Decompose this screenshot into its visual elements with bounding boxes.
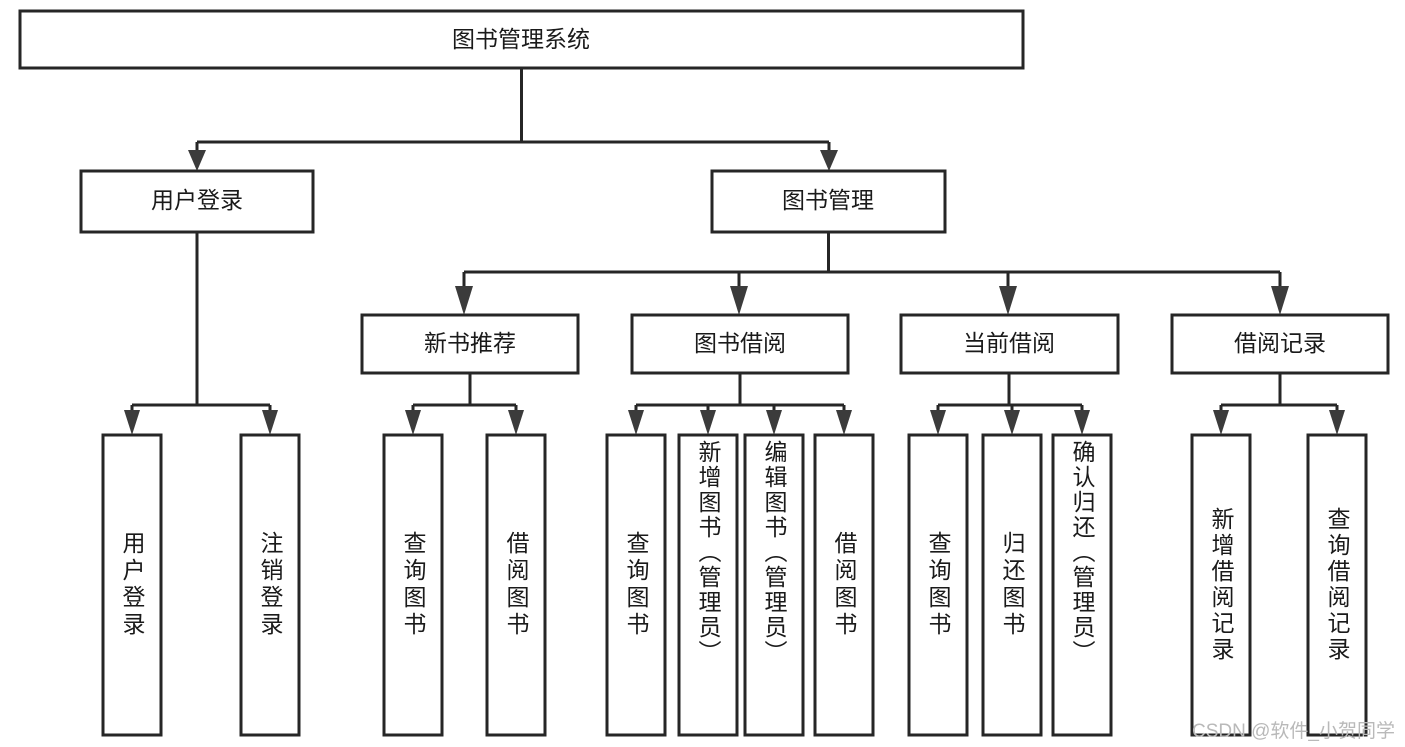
node-book-borrow[interactable]: 图书借阅: [630, 313, 850, 375]
node-leaf-add-book[interactable]: [677, 433, 739, 737]
node-leaf-confirm-return-box[interactable]: [1051, 433, 1113, 737]
node-user-login[interactable]: 用户登录: [79, 169, 315, 234]
node-leaf-user-login-box[interactable]: [101, 433, 163, 737]
arrow-head-leaf-return-book: [1004, 410, 1020, 435]
csdn-watermark: CSDN @软件_小贺同学: [1192, 721, 1395, 742]
node-user-login-label: 用户登录: [151, 187, 243, 213]
arrow-head-leaf-borrow-book-2: [836, 410, 852, 435]
node-leaf-user-login[interactable]: [101, 433, 163, 737]
arrow-head-leaf-confirm-return: [1074, 410, 1090, 435]
node-book-manage[interactable]: 图书管理: [710, 169, 947, 234]
node-book-manage-label: 图书管理: [782, 187, 874, 213]
node-leaf-query-record-label-wrap: 查询借阅记录: [1308, 435, 1366, 735]
node-leaf-edit-book-label-wrap: 编辑图书（管理员）: [745, 440, 803, 730]
arrow-head-book-borrow: [730, 286, 748, 315]
node-current-borrow[interactable]: 当前借阅: [899, 313, 1120, 375]
node-leaf-borrow-book-2[interactable]: [813, 433, 875, 737]
node-borrow-record-label: 借阅记录: [1234, 330, 1326, 356]
node-leaf-return-book-box[interactable]: [981, 433, 1043, 737]
node-leaf-edit-book[interactable]: [743, 433, 805, 737]
arrow-head-leaf-user-logout: [262, 410, 278, 435]
node-leaf-confirm-return-label: 确认归还（管理员）: [1069, 440, 1095, 665]
arrow-head-leaf-add-book: [700, 410, 716, 435]
node-book-manage-box[interactable]: [710, 169, 947, 234]
arrow-head-leaf-query-book-1: [405, 410, 421, 435]
arrow-head-book-manage: [820, 150, 838, 171]
node-current-borrow-label: 当前借阅: [963, 330, 1055, 356]
node-leaf-confirm-return[interactable]: [1051, 433, 1113, 737]
arrow-head-borrow-record: [1271, 286, 1289, 315]
node-current-borrow-box[interactable]: [899, 313, 1120, 375]
node-leaf-borrow-book-2-label-wrap: 借阅图书: [815, 435, 873, 735]
arrow-head-leaf-query-record: [1329, 410, 1345, 435]
node-leaf-add-book-label-wrap: 新增图书（管理员）: [679, 440, 737, 730]
node-leaf-query-record-label: 查询借阅记录: [1324, 507, 1350, 663]
node-leaf-query-book-1-label: 查询图书: [400, 531, 426, 639]
node-leaf-query-book-2-box[interactable]: [605, 433, 667, 737]
node-leaf-query-book-1-label-wrap: 查询图书: [384, 435, 442, 735]
node-leaf-user-logout-label-wrap: 注销登录: [241, 435, 299, 735]
node-leaf-add-book-label: 新增图书（管理员）: [695, 440, 721, 665]
arrow-head-leaf-borrow-book-1: [508, 410, 524, 435]
node-leaf-user-login-label: 用户登录: [119, 531, 145, 639]
node-leaf-user-logout-label: 注销登录: [257, 531, 283, 639]
node-new-book-rec-label: 新书推荐: [424, 330, 516, 356]
connector-layer: [124, 68, 1345, 435]
node-leaf-confirm-return-label-wrap: 确认归还（管理员）: [1053, 440, 1111, 730]
node-leaf-query-book-3[interactable]: [907, 433, 969, 737]
node-leaf-borrow-book-1-label-wrap: 借阅图书: [487, 435, 545, 735]
node-leaf-query-record-box[interactable]: [1306, 433, 1368, 737]
node-leaf-user-login-label-wrap: 用户登录: [103, 435, 161, 735]
node-leaf-query-book-2-label: 查询图书: [623, 531, 649, 639]
node-leaf-add-record-box[interactable]: [1190, 433, 1252, 737]
arrow-head-leaf-user-login: [124, 410, 140, 435]
node-book-borrow-box[interactable]: [630, 313, 850, 375]
node-leaf-borrow-book-2-box[interactable]: [813, 433, 875, 737]
node-leaf-add-record[interactable]: [1190, 433, 1252, 737]
node-leaf-add-book-box[interactable]: [677, 433, 739, 737]
node-root[interactable]: 图书管理系统: [18, 9, 1025, 70]
node-leaf-edit-book-label: 编辑图书（管理员）: [761, 440, 787, 665]
arrow-head-user-login: [188, 150, 206, 171]
node-leaf-query-book-1-box[interactable]: [382, 433, 444, 737]
node-leaf-borrow-book-2-label: 借阅图书: [831, 531, 857, 639]
node-leaf-return-book-label: 归还图书: [999, 531, 1025, 639]
node-root-label: 图书管理系统: [452, 26, 590, 52]
arrow-head-leaf-query-book-2: [628, 410, 644, 435]
node-book-borrow-label: 图书借阅: [694, 330, 786, 356]
node-root-box[interactable]: [18, 9, 1025, 70]
node-leaf-return-book-label-wrap: 归还图书: [983, 435, 1041, 735]
node-leaf-edit-book-box[interactable]: [743, 433, 805, 737]
node-leaf-borrow-book-1[interactable]: [485, 433, 547, 737]
node-leaf-query-record[interactable]: [1306, 433, 1368, 737]
arrow-head-leaf-edit-book: [766, 410, 782, 435]
node-leaf-query-book-3-box[interactable]: [907, 433, 969, 737]
node-leaf-query-book-2[interactable]: [605, 433, 667, 737]
node-leaf-user-logout[interactable]: [239, 433, 301, 737]
arrow-head-leaf-add-record: [1213, 410, 1229, 435]
node-leaf-borrow-book-1-label: 借阅图书: [503, 531, 529, 639]
node-leaf-return-book[interactable]: [981, 433, 1043, 737]
node-leaf-query-book-1[interactable]: [382, 433, 444, 737]
node-borrow-record-box[interactable]: [1170, 313, 1390, 375]
node-leaf-user-logout-box[interactable]: [239, 433, 301, 737]
arrow-head-current-borrow: [999, 286, 1017, 315]
node-leaf-borrow-book-1-box[interactable]: [485, 433, 547, 737]
node-leaf-add-record-label: 新增借阅记录: [1208, 507, 1234, 663]
node-user-login-box[interactable]: [79, 169, 315, 234]
node-new-book-rec-box[interactable]: [360, 313, 580, 375]
node-leaf-add-record-label-wrap: 新增借阅记录: [1192, 435, 1250, 735]
node-borrow-record[interactable]: 借阅记录: [1170, 313, 1390, 375]
arrow-head-new-book-rec: [455, 286, 473, 315]
node-leaf-query-book-2-label-wrap: 查询图书: [607, 435, 665, 735]
node-leaf-query-book-3-label-wrap: 查询图书: [909, 435, 967, 735]
node-leaf-query-book-3-label: 查询图书: [925, 531, 951, 639]
node-new-book-rec[interactable]: 新书推荐: [360, 313, 580, 375]
arrow-head-leaf-query-book-3: [930, 410, 946, 435]
